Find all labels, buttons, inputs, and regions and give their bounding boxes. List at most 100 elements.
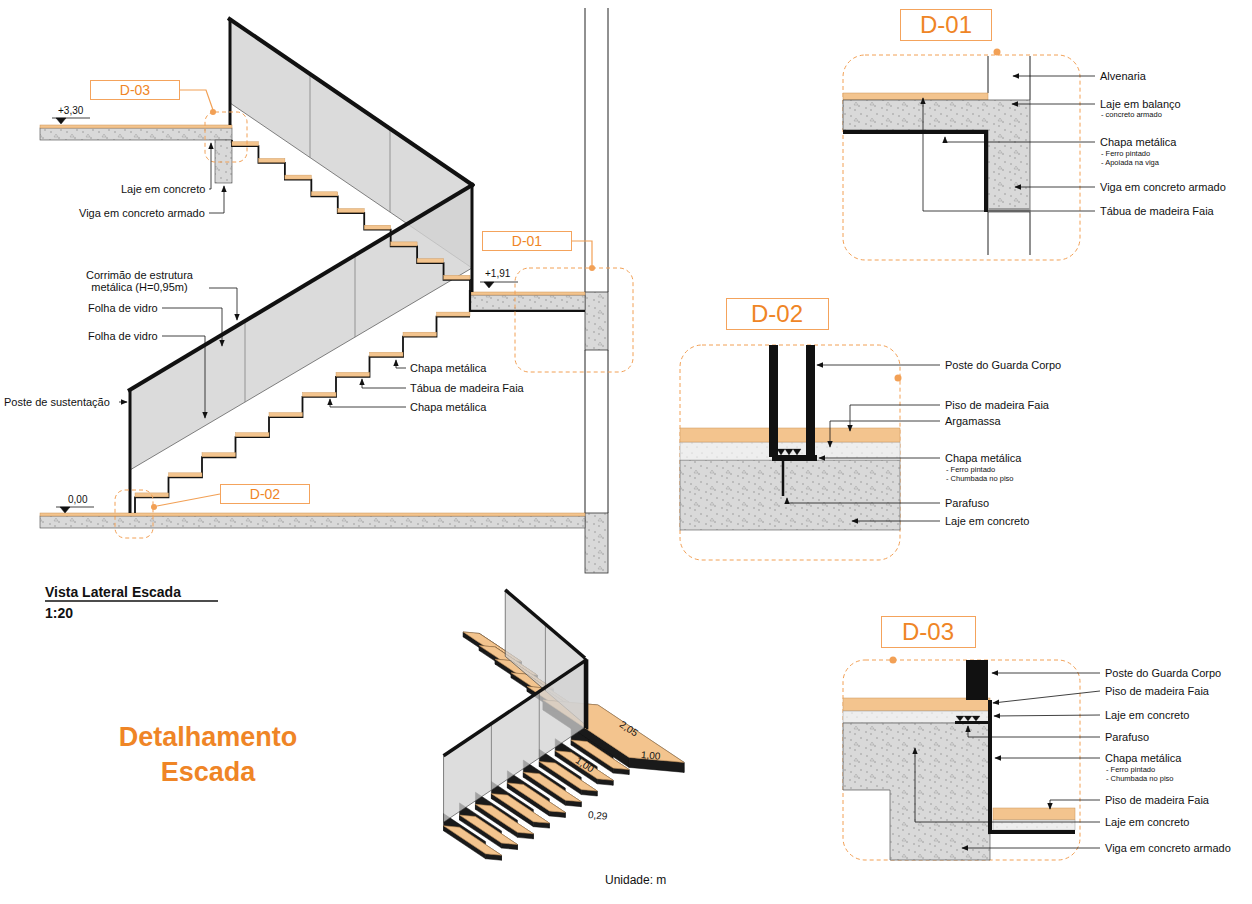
detail-region: [115, 490, 153, 538]
masonry-line: [1030, 212, 1031, 255]
leader-line: [995, 758, 1100, 759]
leader-line: [817, 365, 940, 366]
masonry-line: [988, 212, 989, 255]
landing-slab: [470, 295, 585, 310]
leader-line: [209, 143, 211, 189]
screw-head: [964, 716, 972, 721]
part-label: Laje em concreto: [945, 515, 1029, 528]
part-label: Laje em concreto: [1105, 816, 1189, 829]
wall-line: [608, 350, 609, 513]
callout-text: D-03: [120, 83, 150, 98]
leader-line: [209, 186, 224, 213]
part-label: Folha de vidro: [88, 302, 158, 315]
glass-joint: [355, 255, 356, 337]
detail-heading: D-03: [881, 616, 976, 648]
iso-handrail: [505, 590, 585, 658]
guard-post: [966, 660, 988, 700]
part-label: Chapa metálica: [1100, 136, 1176, 149]
part-label: Parafuso: [1105, 731, 1149, 744]
wood-tread: [269, 413, 303, 417]
wood-tread: [232, 142, 258, 146]
wood-tread: [202, 453, 236, 457]
leader-line: [852, 521, 940, 522]
part-label: Alvenaria: [1100, 70, 1146, 83]
wall-line: [585, 350, 586, 513]
level-label: +3,30: [58, 105, 83, 117]
callout-dot: [151, 504, 157, 510]
detail-dot: [890, 657, 897, 664]
wall-footing: [585, 513, 608, 573]
wood-board: [843, 93, 988, 100]
detail-03: [843, 657, 1100, 861]
dimension-label: 1,00: [640, 749, 660, 762]
wall-line: [608, 8, 609, 292]
handrail: [228, 18, 474, 186]
masonry-line: [1030, 56, 1031, 100]
ground-wood-floor: [40, 513, 585, 516]
part-label: Chapa metálica: [1105, 752, 1181, 765]
mortar: [680, 442, 900, 460]
part-label: Chapa metálica: [410, 401, 486, 414]
glass-joint: [545, 624, 546, 691]
wood-tread: [338, 209, 364, 213]
leader-line: [1012, 104, 1095, 105]
concrete: [843, 723, 990, 860]
part-note: - Ferro pintado: [1101, 150, 1150, 159]
detail-region: [515, 268, 633, 372]
iso-post: [586, 659, 589, 729]
stair-steel-plate: [232, 140, 470, 292]
level-triangle: [484, 282, 494, 288]
detail-heading: D-01: [900, 9, 992, 41]
level-label: 0,00: [68, 494, 87, 506]
stair-steel-plate: [135, 317, 470, 513]
leader-line: [968, 726, 1100, 737]
part-label: Poste do Guarda Corpo: [945, 359, 1061, 372]
part-label: Laje em concreto: [1105, 709, 1189, 722]
callout-leader: [157, 494, 220, 506]
iso-handrail: [444, 659, 588, 755]
part-note: - Chumbada no piso: [1106, 775, 1174, 784]
wood-board: [680, 428, 900, 442]
part-label: Chapa metálica: [945, 452, 1021, 465]
part-label: Argamassa: [945, 415, 1001, 428]
post-wall: [769, 345, 778, 457]
callout-dot: [589, 265, 595, 271]
part-label: Viga em concreto armado: [79, 207, 205, 220]
callout-text: D-03: [902, 619, 954, 644]
detail-02: [680, 345, 940, 560]
screw-head: [793, 449, 801, 455]
steel-plate: [772, 455, 817, 461]
slab-layer: [993, 820, 1075, 830]
part-label: Laje em concreto: [121, 183, 205, 196]
part-label: Tábua de madeira Faia: [410, 382, 524, 395]
leader-line: [209, 288, 237, 320]
wood-tread: [417, 259, 443, 263]
leader-line: [330, 399, 406, 407]
dimension-label: 2,05: [617, 719, 640, 739]
glass-joint: [310, 75, 311, 158]
concrete: [680, 460, 900, 530]
screw-head: [972, 716, 980, 721]
glass-joint: [390, 129, 391, 212]
detail-callout-tag: D-03: [90, 80, 180, 101]
detail-frame: [843, 660, 1080, 860]
scale-label: 1:20: [45, 605, 73, 621]
part-note: - concreto armado: [1101, 111, 1162, 120]
guard-post: [471, 184, 474, 292]
wood-tread: [364, 225, 390, 229]
leader-line: [162, 336, 205, 418]
drawing-title: Detalhamento Escada: [93, 720, 323, 790]
part-label: Viga em concreto armado: [1100, 181, 1226, 194]
screw-head: [777, 449, 785, 455]
wood-tread: [437, 312, 471, 316]
glass-joint: [539, 691, 540, 758]
dimension-label: 1,00: [573, 755, 596, 775]
leader-line: [993, 691, 1100, 703]
detail-frame: [680, 345, 900, 560]
detail-frame: [843, 55, 1080, 260]
leader-line: [787, 498, 940, 503]
steel-plate: [990, 700, 1075, 832]
detail-callout-tag: D-01: [482, 231, 572, 252]
leader-line: [992, 673, 1100, 674]
